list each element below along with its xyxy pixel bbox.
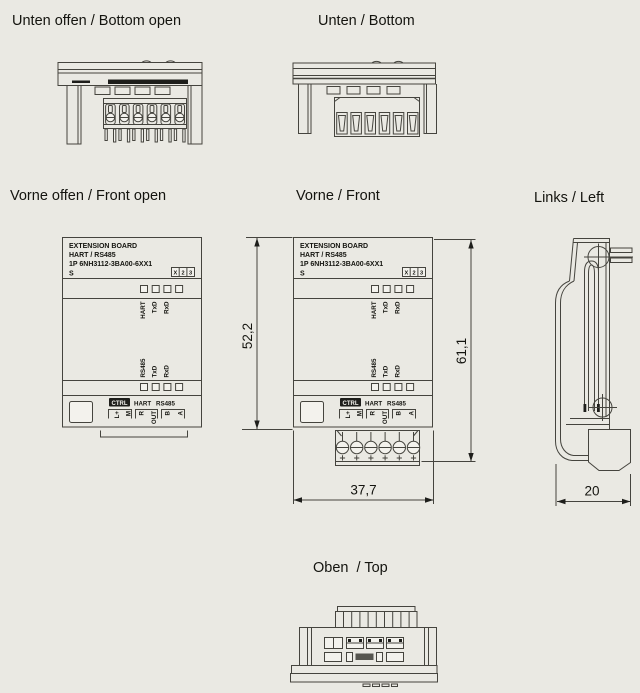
flange-inner: [560, 280, 589, 456]
left-foot: [66, 85, 82, 145]
pcb-edge: [108, 79, 188, 84]
flange-outer: [555, 280, 589, 461]
dim-label-61-1: 61,1: [454, 338, 469, 364]
terminal-block-closed: [334, 97, 420, 137]
dim-label-37-7: 37,7: [350, 483, 376, 498]
connector-ribs: [343, 611, 410, 628]
dimension-overall-height: 61,1: [421, 239, 476, 462]
terminal-block-profile: [588, 429, 631, 471]
terminal-block-plugged: [335, 430, 421, 466]
front-view: 52,2 61,1 37,7: [240, 237, 476, 504]
view-title-top: Oben / Top: [313, 560, 388, 576]
view-title-front-open: Vorne offen / Front open: [10, 188, 166, 204]
front-rail: [290, 673, 438, 683]
bottom-view: [292, 60, 437, 137]
dimension-width: 37,7: [293, 430, 434, 504]
guide-slot: [584, 260, 599, 411]
contact-pin: [610, 247, 633, 253]
top-cutouts-row1: [324, 637, 404, 649]
dim-label-20: 20: [584, 484, 599, 499]
body-outline: [573, 238, 610, 430]
view-title-bottom: Unten / Bottom: [318, 13, 415, 29]
top-view: [290, 606, 438, 687]
view-title-left: Links / Left: [534, 190, 604, 206]
terminal-block-open: [103, 98, 187, 143]
front-rail: [291, 665, 438, 674]
dimension-front-height: 52,2: [240, 237, 293, 430]
contact-pin: [610, 257, 633, 263]
right-foot: [423, 84, 437, 134]
top-cutouts-row2: [324, 652, 404, 662]
front-open-view: [62, 237, 202, 438]
view-title-bottom-open: Unten offen / Bottom open: [12, 13, 181, 29]
dim-label-52-2: 52,2: [240, 323, 255, 349]
rail-notches: [362, 683, 398, 687]
left-view: 20: [555, 238, 633, 506]
right-foot: [187, 85, 203, 145]
bottom-open-view: [57, 60, 203, 145]
view-title-front: Vorne / Front: [296, 188, 380, 204]
left-foot: [298, 84, 312, 134]
socket-outline: [100, 430, 188, 438]
dimension-depth: 20: [555, 464, 631, 506]
